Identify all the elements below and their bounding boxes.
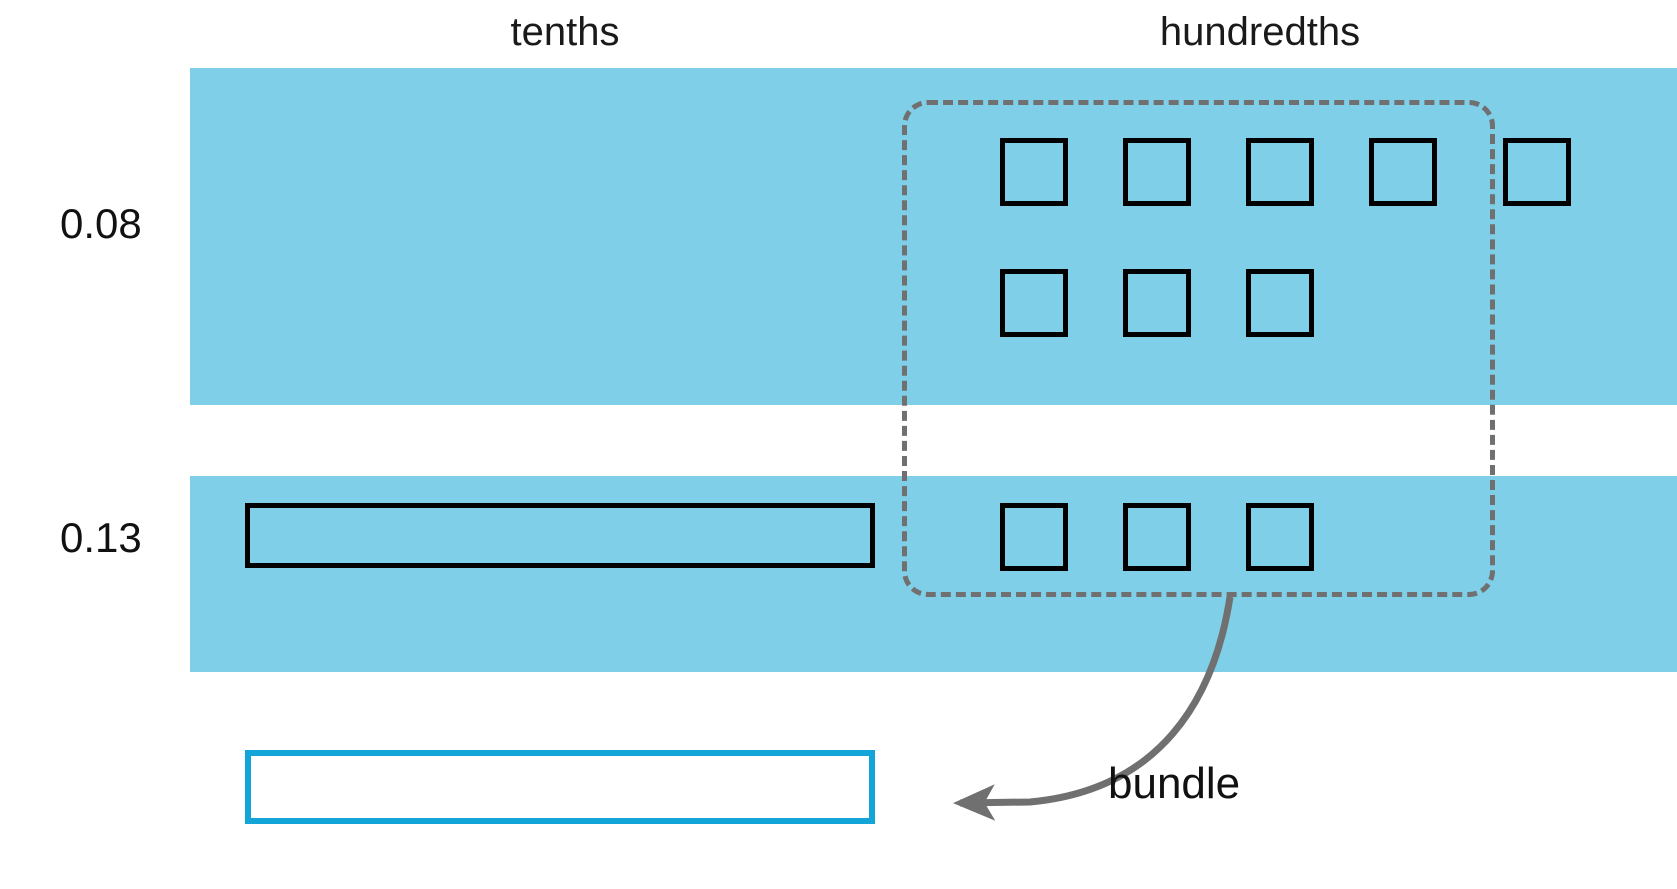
hundredth-square <box>1503 138 1571 206</box>
hundredth-square <box>1246 138 1314 206</box>
bundled-tenth-result <box>245 750 875 824</box>
hundredth-square <box>1123 138 1191 206</box>
hundredth-square <box>1246 503 1314 571</box>
value-band-row-1 <box>190 476 1677 672</box>
hundredth-square <box>1123 503 1191 571</box>
value-band-row-0 <box>190 68 1677 405</box>
hundredth-square <box>1000 138 1068 206</box>
hundredth-square <box>1246 269 1314 337</box>
hundredth-square <box>1000 503 1068 571</box>
column-heading-hundredths: hundredths <box>1159 10 1361 54</box>
hundredth-square <box>1123 269 1191 337</box>
column-heading-tenths: tenths <box>510 10 620 54</box>
bundle-caption: bundle <box>1108 759 1241 808</box>
hundredth-square <box>1369 138 1437 206</box>
row-value-label-0: 0.08 <box>60 200 142 247</box>
tenth-bar <box>245 503 875 568</box>
bundle-outline <box>902 100 1495 597</box>
row-value-label-1: 0.13 <box>60 514 142 561</box>
hundredth-square <box>1000 269 1068 337</box>
